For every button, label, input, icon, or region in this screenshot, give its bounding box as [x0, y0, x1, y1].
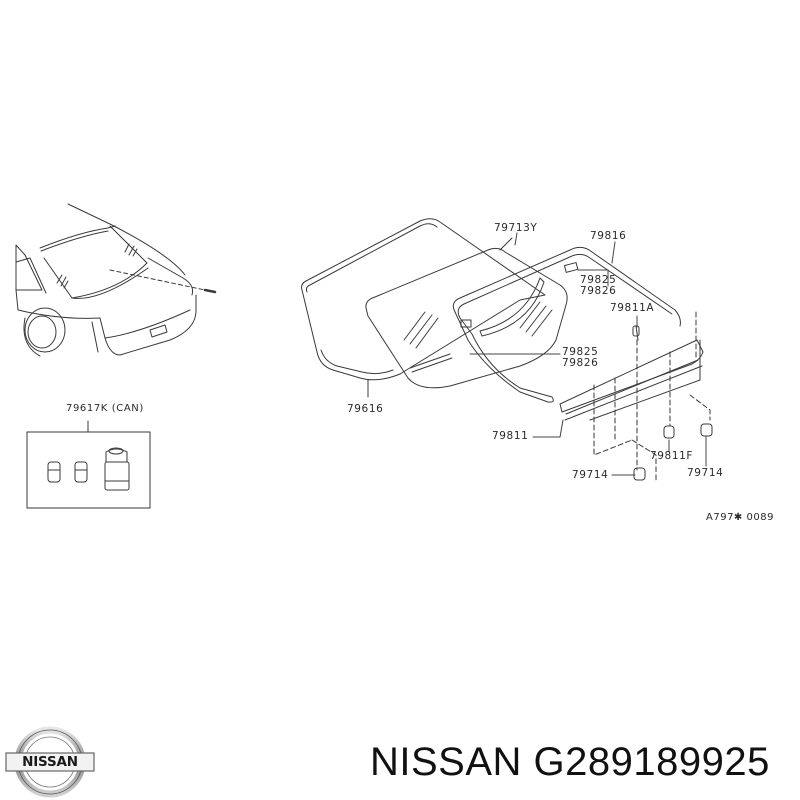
can-kit-box [26, 420, 151, 509]
callout-79826-top: 79826 [580, 285, 617, 297]
callout-79811: 79811 [492, 430, 529, 442]
callout-79713Y: 79713Y [494, 222, 538, 234]
callout-79811A: 79811A [610, 302, 655, 314]
callout-79714-left: 79714 [572, 469, 609, 481]
callout-79616: 79616 [347, 403, 384, 415]
weatherstrip-79616 [301, 218, 546, 398]
callout-79714-right: 79714 [687, 467, 724, 479]
callout-79826-mid: 79826 [562, 357, 599, 369]
callout-79811F: 79811F [650, 450, 694, 462]
logo-wordmark: NISSAN [22, 754, 78, 770]
part-number-title: NISSAN G289189925 [370, 740, 770, 784]
callout-79816: 79816 [590, 230, 627, 242]
nissan-logo-icon [5, 726, 95, 798]
diagram-reference-code: A797✱ 0089 [706, 512, 774, 523]
callout-79825-top: 79825 [580, 274, 617, 286]
finisher-79811 [559, 311, 713, 481]
rear-glass-panel [365, 237, 568, 389]
leader-lines [469, 232, 707, 476]
callout-79825-mid: 79825 [562, 346, 599, 358]
callout-79617K-can: 79617K (CAN) [66, 403, 144, 414]
car-rear-view-illustration [15, 203, 217, 357]
molding-79816 [452, 246, 681, 403]
